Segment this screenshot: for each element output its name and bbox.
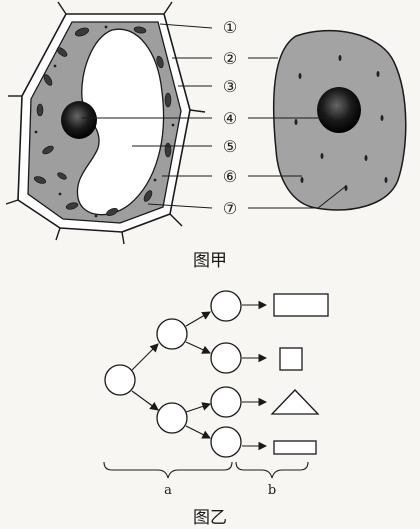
stage2-cell-top [156, 318, 188, 350]
cytoplasm-granules [34, 25, 175, 218]
chloroplasts [33, 26, 172, 217]
tissue-flat-rectangle [273, 440, 317, 455]
label-3: ③ [223, 77, 237, 96]
plant-cell [5, 1, 206, 245]
label-4: ④ [223, 109, 237, 128]
tissue-rectangle [273, 293, 329, 317]
stage3-cell-3 [210, 386, 242, 418]
stage1-cell [104, 364, 136, 396]
label-6: ⑥ [223, 167, 237, 186]
figure-b-caption: 图乙 [193, 508, 227, 528]
animal-nucleus [317, 87, 361, 133]
stage3-cell-2 [210, 342, 242, 374]
tissue-triangle [270, 389, 320, 415]
differentiated-tissues [270, 293, 329, 455]
brace-label-b: b [268, 483, 276, 498]
tissue-square [279, 347, 303, 371]
vacuole [76, 28, 165, 216]
label-1: ① [223, 18, 237, 37]
stage3-cell-4 [210, 426, 242, 458]
label-7: ⑦ [223, 199, 237, 218]
cell-wall-junctions [5, 1, 206, 245]
label-5: ⑤ [223, 137, 237, 156]
animal-cell [272, 29, 407, 211]
braces [103, 461, 309, 479]
division-arrows [131, 300, 268, 451]
figure-a-caption: 图甲 [193, 251, 227, 271]
label-2: ② [223, 49, 237, 68]
brace-label-a: a [164, 483, 172, 498]
part-labels: ① ② ③ ④ ⑤ ⑥ ⑦ [223, 18, 237, 218]
brace-a [103, 461, 233, 479]
stage3-cell-1 [210, 290, 242, 322]
leader-lines [82, 23, 347, 209]
brace-b [235, 461, 309, 479]
plant-nucleus [61, 101, 97, 139]
animal-organelles [294, 55, 388, 191]
stage2-cell-bottom [156, 402, 188, 434]
division-tree [104, 290, 242, 458]
